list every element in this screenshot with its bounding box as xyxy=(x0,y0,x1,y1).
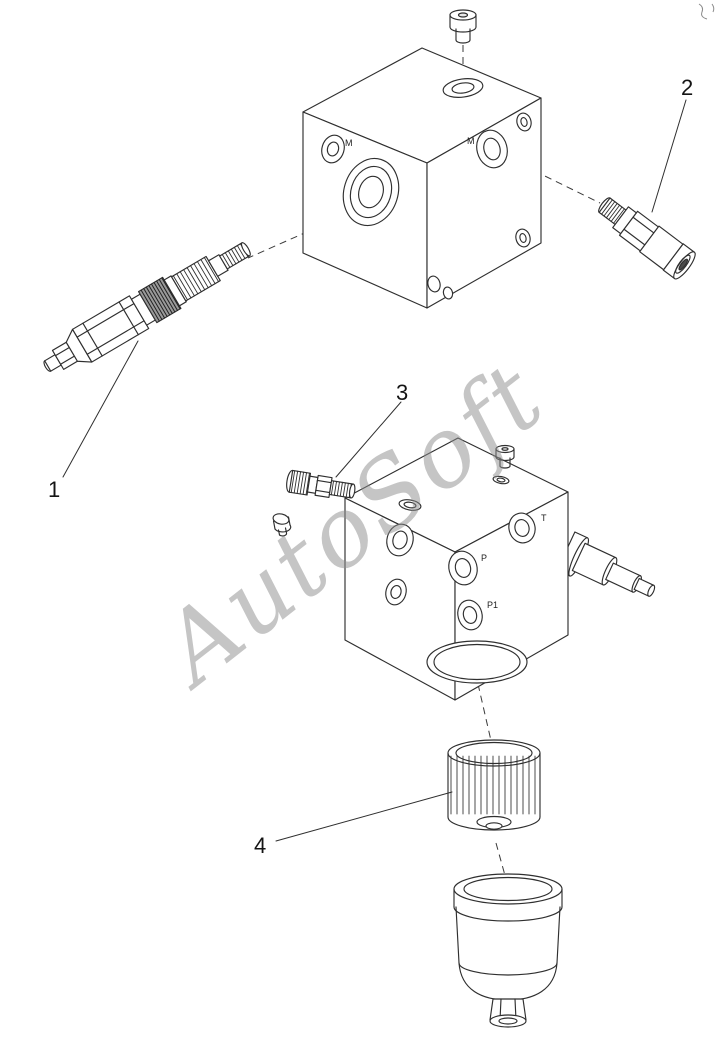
callout-2: 2 xyxy=(681,75,693,100)
top-plug xyxy=(449,9,477,44)
top-face-port xyxy=(442,78,484,98)
port-label-m-left: M xyxy=(345,138,353,148)
dash-filter-axis-lower xyxy=(495,842,507,880)
leader-3 xyxy=(335,401,402,478)
filter-bowl xyxy=(453,873,563,1028)
line-art xyxy=(43,9,696,1028)
lower-valve-block xyxy=(344,437,656,701)
port-P xyxy=(448,550,478,586)
filter-cavity-opening xyxy=(426,640,528,684)
callout-4: 4 xyxy=(254,833,266,858)
callout-3: 3 xyxy=(396,380,408,405)
port-label-m-right: M xyxy=(467,136,475,146)
port-labels: M M T P P1 xyxy=(345,136,547,610)
leader-2 xyxy=(651,99,687,213)
part3-small-plug xyxy=(272,513,292,537)
port-label-p1: P1 xyxy=(487,600,498,610)
callout-leaders xyxy=(62,99,687,842)
right-face-port xyxy=(476,129,508,169)
filter-pleats xyxy=(450,755,536,815)
upper-valve-block xyxy=(302,47,542,309)
side-boss xyxy=(556,531,656,597)
port-T xyxy=(508,512,536,544)
port-label-p: P xyxy=(481,553,487,563)
callout-numbers: 1 2 3 4 xyxy=(48,75,693,858)
pilot-fitting-part3 xyxy=(286,469,356,499)
callout-1: 1 xyxy=(48,477,60,502)
cartridge-relief-valve-part1 xyxy=(43,242,251,372)
leader-1 xyxy=(62,340,139,478)
port-P1 xyxy=(457,599,483,631)
lower-block-top-plug xyxy=(495,444,515,469)
page-corner-artifact xyxy=(698,3,715,20)
filter-element-part4 xyxy=(447,739,541,831)
left-face-small-port xyxy=(321,134,345,164)
port-label-t: T xyxy=(541,513,547,523)
leader-4 xyxy=(275,791,453,842)
cartridge-plug-part2 xyxy=(598,197,696,280)
dash-filter-axis-upper xyxy=(477,683,493,746)
